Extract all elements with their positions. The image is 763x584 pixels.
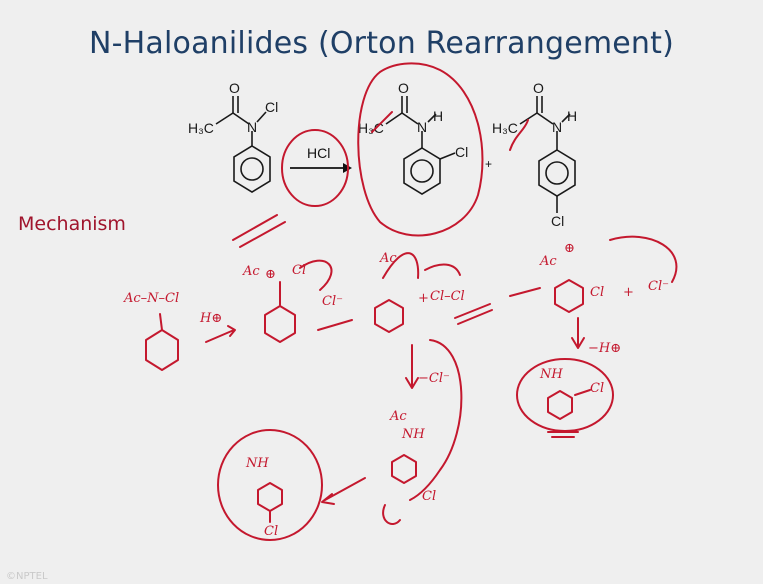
step1-ring — [145, 329, 179, 371]
step3-ac: Ac — [379, 251, 397, 266]
para-methyl: H₃C — [492, 120, 518, 136]
step2-ac: Ac — [242, 264, 260, 279]
step1-arrow — [205, 325, 236, 343]
product-plus-sign: + — [485, 157, 492, 171]
step4-charge: ⊕ — [564, 241, 575, 256]
watermark: ©NPTEL — [6, 571, 48, 582]
step4-cl: Cl — [590, 285, 604, 300]
minus-h-plus-label: −H⊕ — [588, 341, 621, 356]
step1-label: Ac–N–Cl — [123, 291, 179, 306]
ortho-nh-label: NH — [539, 367, 563, 382]
ortho-hydrogen: H — [433, 108, 443, 124]
para-cl-label: Cl — [264, 524, 278, 539]
step4-plus: + — [623, 285, 634, 300]
step2-charge: ⊕ — [265, 267, 276, 282]
reactant-structure: H₃C O N Cl — [188, 80, 278, 193]
reactant-oxygen: O — [229, 80, 240, 96]
mechanism-para-ring — [257, 482, 283, 512]
para-product-structure: H₃C O N H Cl — [492, 80, 577, 229]
mechanism-ortho-ring — [547, 390, 573, 420]
ortho-product-circle — [357, 62, 484, 237]
step4-ac: Ac — [539, 254, 557, 269]
step4-curved-arrow — [609, 235, 678, 283]
step2-ring — [264, 305, 296, 343]
reactant-methyl: H₃C — [188, 120, 214, 136]
ortho-chlorine: Cl — [455, 144, 468, 160]
para-nitrogen: N — [552, 119, 562, 135]
reactant-nitrogen: N — [247, 119, 257, 135]
reaction-arrow: HCl — [290, 145, 352, 173]
cl-cl-label: Cl–Cl — [430, 289, 465, 304]
to-para-arrow — [321, 477, 366, 505]
lower-nh: NH — [401, 427, 425, 442]
lower-ring — [391, 454, 417, 484]
minus-cl-label: −Cl⁻ — [418, 371, 450, 386]
ortho-nitrogen: N — [417, 119, 427, 135]
para-nh-label: NH — [245, 456, 269, 471]
ortho-cl-label: Cl — [590, 381, 604, 396]
mechanism-para-circle — [217, 429, 323, 541]
arrow-highlight-circle — [281, 129, 349, 207]
handwritten-annotations: Ac–N–Cl H⊕ Ac ⊕ Cl Cl⁻ Ac + Cl–Cl Ac ⊕ — [123, 62, 678, 541]
slide-title: N-Haloanilides (Orton Rearrangement) — [88, 26, 675, 61]
step2-cl-minus: Cl⁻ — [322, 294, 343, 309]
para-oxygen: O — [533, 80, 544, 96]
reagent-label: HCl — [307, 145, 330, 161]
mechanism-label: Mechanism — [18, 213, 126, 235]
para-hydrogen: H — [567, 108, 577, 124]
para-route-curve — [409, 339, 463, 501]
h-plus-label: H⊕ — [199, 311, 222, 326]
lower-ac: Ac — [389, 409, 407, 424]
para-chlorine: Cl — [551, 213, 564, 229]
step2-curved-arrow — [299, 259, 333, 291]
ortho-oxygen: O — [398, 80, 409, 96]
ortho-product-structure: H₃C O N H Cl — [358, 80, 468, 195]
lower-cl: Cl — [422, 489, 436, 504]
step3-plus: + — [418, 291, 429, 306]
step3-ring — [374, 299, 404, 333]
step4-cl-minus: Cl⁻ — [648, 279, 669, 294]
ortho-methyl: H₃C — [358, 120, 384, 136]
reactant-chlorine: Cl — [265, 99, 278, 115]
step4-ring — [554, 279, 584, 313]
